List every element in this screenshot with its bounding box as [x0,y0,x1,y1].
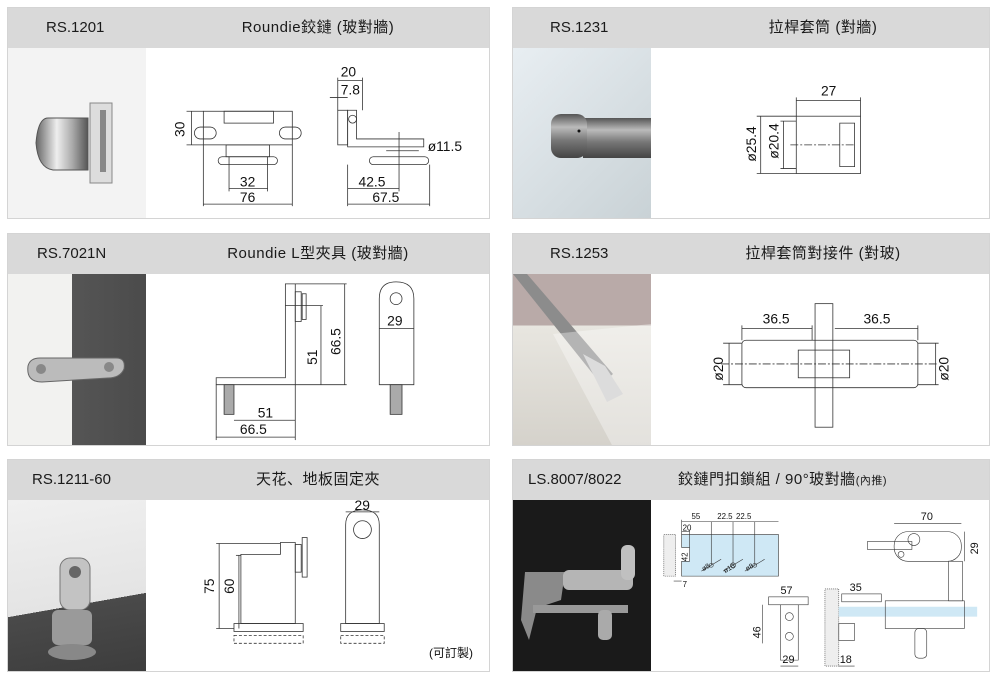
product-code: RS.1253 [550,245,609,262]
card-header: LS.8007/8022 鉸鏈門扣鎖組 / 90°玻對牆(內推) [513,460,989,500]
product-title: 鉸鏈門扣鎖組 / 90°玻對牆(內推) [678,460,978,500]
technical-drawing: 30 32 76 20 7.8 ø11.5 42.5 67.5 [146,48,489,218]
dim-front-width: 29 [355,500,371,513]
dim-29-b: 29 [782,654,794,666]
rod-sleeve-photo-icon [551,114,651,158]
card-header: RS.1231 拉桿套筒 (對牆) [513,8,989,48]
dim-side-top: 20 [341,64,357,80]
product-card-rs1231: RS.1231 拉桿套筒 (對牆) 27 [512,7,990,219]
technical-drawing: 51 66.5 51 66.5 29 [146,274,489,445]
dim-left-length: 36.5 [763,310,790,326]
dim-side-offset: 7.8 [341,81,361,97]
dim-hole-spacing: 32 [240,173,255,189]
dim-57: 57 [780,585,792,597]
dim-hole-diameter: ø11.5 [428,138,463,154]
custom-order-note: (可訂製) [429,646,473,660]
rod-connector-photo-icon [513,274,651,445]
dim-vertical-outer: 66.5 [328,328,344,355]
dim-right-length: 36.5 [863,310,890,326]
technical-drawing: 36.5 36.5 ø20 ø20 [651,274,989,445]
dim-side-depth-inner: 42.5 [359,173,386,189]
product-photo [513,500,651,671]
floor-clamp-photo-icon [48,557,96,660]
dim-22-5-a: 22.5 [717,512,733,521]
dim-20: 20 [683,524,692,533]
product-photo [513,48,651,218]
product-code: LS.8007/8022 [528,471,622,488]
dim-29-a: 29 [969,542,981,554]
dim-46: 46 [752,626,764,638]
product-card-rs1211-60: RS.1211-60 天花、地板固定夾 [7,459,490,672]
dim-horizontal-inner: 51 [258,404,274,420]
product-title: Roundie鉸鏈 (玻對牆) [241,19,395,36]
dim-hole-8-a: ø8 [701,563,712,573]
dim-horizontal-outer: 66.5 [240,421,267,437]
dim-side-depth: 67.5 [372,189,399,205]
product-title-main: 鉸鏈門扣鎖組 / 90°玻對牆 [678,471,856,488]
dim-height: 30 [172,121,188,137]
dim-70: 70 [921,511,933,523]
product-title: 天花、地板固定夾 [255,471,380,488]
product-photo [8,48,146,218]
dim-inner-height: 60 [221,578,237,594]
product-photo [8,500,146,671]
product-title: 拉桿套筒對接件 (對玻) [745,245,901,262]
technical-drawing: 75 60 29 [146,500,489,671]
product-title-suffix: (內推) [855,475,888,487]
product-code: RS.1211-60 [32,471,111,488]
product-card-ls8007-8022: LS.8007/8022 鉸鏈門扣鎖組 / 90°玻對牆(內推) [512,459,990,672]
product-title: Roundie L型夾具 (玻對牆) [227,245,409,262]
door-latch-photo-icon [521,545,635,640]
product-title: 拉桿套筒 (對牆) [768,19,878,36]
card-header: RS.7021N Roundie L型夾具 (玻對牆) [8,234,489,274]
dim-18: 18 [840,654,852,666]
dim-right-diameter: ø20 [935,357,951,381]
technical-drawing: 55 22.5 22.5 20 42 7 ø8 ø10 ø8 70 29 57 … [651,500,989,671]
product-code: RS.1231 [550,19,609,36]
product-card-rs1253: RS.1253 拉桿套筒對接件 (對玻) [512,233,990,446]
dim-22-5-b: 22.5 [736,512,752,521]
dim-front-width: 29 [387,312,403,328]
card-header: RS.1253 拉桿套筒對接件 (對玻) [513,234,989,274]
glass-hinge-photo-icon [35,102,113,184]
dim-width: 76 [240,189,256,205]
dim-35: 35 [850,582,862,594]
technical-drawing: 27 ø25.4 ø20.4 [651,48,989,218]
product-card-rs1201: RS.1201 Roundie鉸鏈 (玻對牆) [7,7,490,219]
card-header: RS.1201 Roundie鉸鏈 (玻對牆) [8,8,489,48]
dim-hole-8-b: ø8 [744,563,755,573]
product-code: RS.1201 [46,19,105,36]
l-clamp-photo-icon [27,357,125,383]
card-header: RS.1211-60 天花、地板固定夾 [8,460,489,500]
dim-42: 42 [681,553,690,562]
dim-left-diameter: ø20 [710,357,726,381]
dim-vertical-inner: 51 [304,349,320,365]
product-photo [513,274,651,445]
product-card-rs7021n: RS.7021N Roundie L型夾具 (玻對牆) [7,233,490,446]
dim-inner-diameter: ø20.4 [765,123,781,159]
product-photo [8,274,146,445]
product-code: RS.7021N [37,245,107,262]
dim-55: 55 [692,512,701,521]
dim-length: 27 [821,82,836,98]
dim-outer-diameter: ø25.4 [743,126,759,162]
dim-overall-height: 75 [201,578,217,594]
dim-7: 7 [683,580,687,589]
